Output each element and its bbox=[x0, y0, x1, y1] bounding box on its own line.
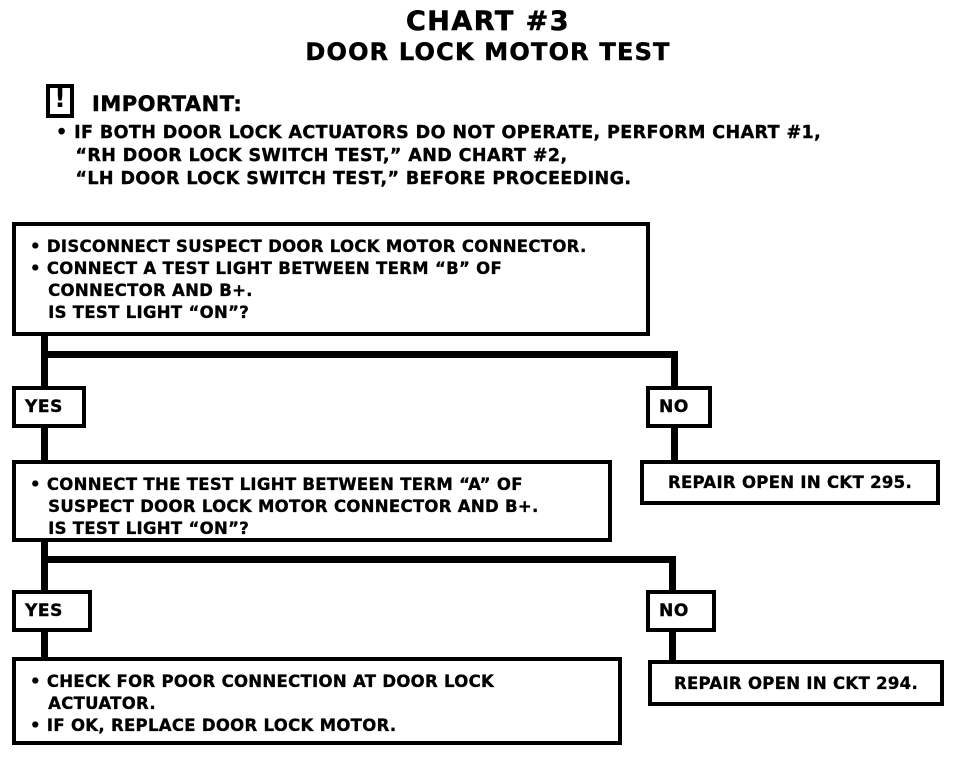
step2-drop-line bbox=[41, 542, 48, 593]
important-line-3: “LH DOOR LOCK SWITCH TEST,” BEFORE PROCE… bbox=[56, 169, 632, 189]
important-label: IMPORTANT: bbox=[92, 92, 243, 117]
step1-line-2: • CONNECT A TEST LIGHT BETWEEN TERM “B” … bbox=[30, 259, 503, 278]
step2-yes-label-box: YES bbox=[12, 590, 92, 632]
step1-no-result-text: REPAIR OPEN IN CKT 295. bbox=[667, 473, 913, 492]
step2-no-result-box: REPAIR OPEN IN CKT 294. bbox=[648, 660, 944, 706]
final-line-2: ACTUATOR. bbox=[30, 694, 156, 713]
step1-box: • DISCONNECT SUSPECT DOOR LOCK MOTOR CON… bbox=[12, 222, 650, 336]
step1-no-to-repair-line bbox=[671, 428, 678, 462]
step1-no-label: NO bbox=[659, 397, 689, 417]
final-line-1: • CHECK FOR POOR CONNECTION AT DOOR LOCK bbox=[30, 672, 495, 691]
warning-exclamation-icon: ! bbox=[46, 84, 74, 118]
step1-line-4: IS TEST LIGHT “ON”? bbox=[30, 303, 250, 322]
step1-no-result-box: REPAIR OPEN IN CKT 295. bbox=[640, 460, 940, 505]
step2-yes-to-result-line bbox=[41, 632, 48, 660]
step1-text: • DISCONNECT SUSPECT DOOR LOCK MOTOR CON… bbox=[30, 236, 640, 324]
step2-yes-result-box: • CHECK FOR POOR CONNECTION AT DOOR LOCK… bbox=[12, 657, 622, 745]
step2-yes-result-text: • CHECK FOR POOR CONNECTION AT DOOR LOCK… bbox=[30, 671, 612, 737]
step2-no-result-text: REPAIR OPEN IN CKT 294. bbox=[673, 673, 919, 693]
exclamation-glyph: ! bbox=[54, 84, 66, 114]
step2-no-label: NO bbox=[659, 601, 689, 621]
step2-yes-label: YES bbox=[25, 601, 63, 621]
step1-branch-bar bbox=[41, 351, 678, 358]
step1-line-1: • DISCONNECT SUSPECT DOOR LOCK MOTOR CON… bbox=[30, 237, 587, 256]
step2-line-1: • CONNECT THE TEST LIGHT BETWEEN TERM “A… bbox=[30, 475, 523, 494]
step1-line-3: CONNECTOR AND B+. bbox=[30, 281, 253, 300]
step2-line-2: SUSPECT DOOR LOCK MOTOR CONNECTOR AND B+… bbox=[30, 497, 539, 516]
step2-no-drop-line bbox=[669, 556, 676, 593]
step2-no-to-repair-line bbox=[669, 632, 676, 660]
important-note-text: • IF BOTH DOOR LOCK ACTUATORS DO NOT OPE… bbox=[56, 122, 956, 191]
step1-drop-line bbox=[41, 336, 48, 388]
step2-box: • CONNECT THE TEST LIGHT BETWEEN TERM “A… bbox=[12, 460, 612, 542]
step2-no-label-box: NO bbox=[646, 590, 716, 632]
important-line-2: “RH DOOR LOCK SWITCH TEST,” AND CHART #2… bbox=[56, 146, 568, 166]
step1-yes-label-box: YES bbox=[12, 386, 86, 428]
step1-yes-label: YES bbox=[25, 397, 63, 417]
final-line-3: • IF OK, REPLACE DOOR LOCK MOTOR. bbox=[30, 716, 397, 735]
step2-branch-bar bbox=[41, 556, 676, 563]
step2-text: • CONNECT THE TEST LIGHT BETWEEN TERM “A… bbox=[30, 474, 602, 540]
step1-no-drop-line bbox=[671, 351, 678, 388]
step1-yes-to-step2-line bbox=[41, 428, 48, 462]
step2-line-3: IS TEST LIGHT “ON”? bbox=[30, 519, 250, 538]
step1-no-label-box: NO bbox=[646, 386, 712, 428]
page-subtitle: DOOR LOCK MOTOR TEST bbox=[305, 38, 671, 67]
page-title: CHART #3 bbox=[405, 6, 571, 38]
important-line-1: • IF BOTH DOOR LOCK ACTUATORS DO NOT OPE… bbox=[56, 123, 822, 143]
